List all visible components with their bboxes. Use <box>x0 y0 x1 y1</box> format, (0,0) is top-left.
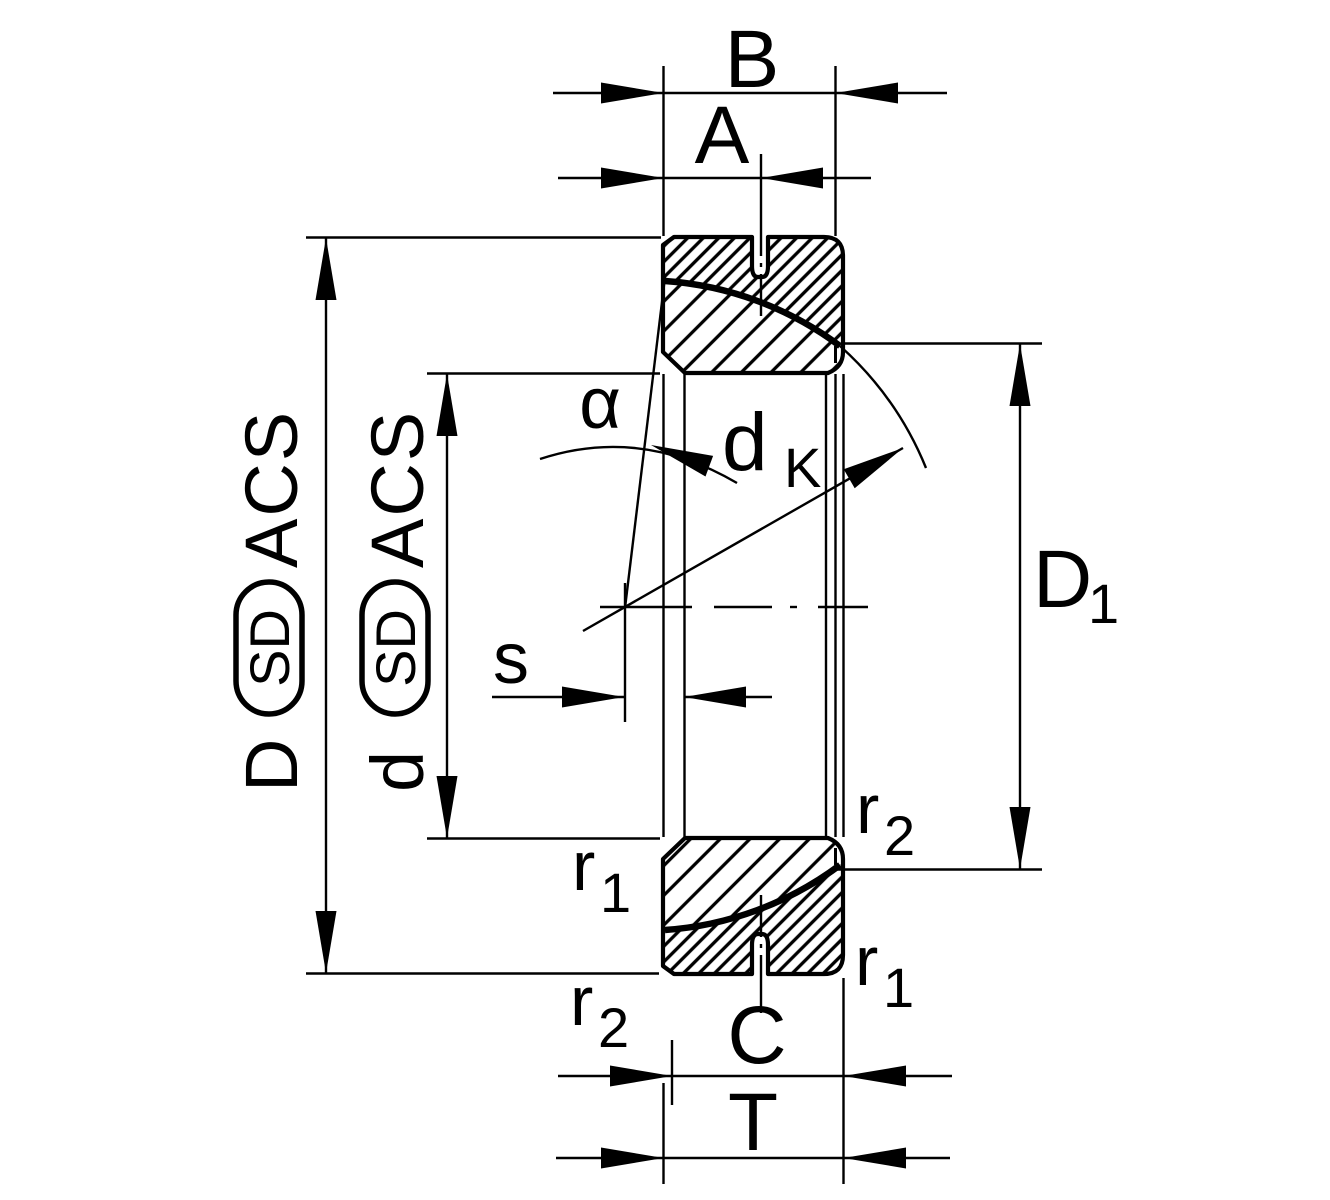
arrowhead <box>843 448 903 489</box>
contact-angle-leader <box>539 445 738 485</box>
label-r1-left-main: r <box>572 827 595 905</box>
contact-angle-tilted-line <box>623 276 667 609</box>
dim-C <box>558 978 952 1184</box>
arrowhead <box>1009 344 1031 406</box>
label-D1-main: D <box>1033 534 1092 625</box>
arrowhead <box>761 167 823 189</box>
dim-d <box>427 372 660 840</box>
sd-badge-outline <box>233 579 305 717</box>
label-dk-sub: K <box>784 436 821 499</box>
label-r1-left-sub: 1 <box>600 861 631 924</box>
bottom-sphere-surface-arc <box>664 862 842 934</box>
arrowhead <box>835 82 898 104</box>
series-outer-suffix: ACS <box>230 410 313 568</box>
label-C: C <box>727 990 786 1081</box>
series-bore-suffix: ACS <box>356 410 439 568</box>
sphere-reference-arc <box>839 345 928 469</box>
bottom-section-outer-ring-hatch <box>663 863 843 974</box>
top-sphere-surface-arc <box>664 277 842 349</box>
arrowhead <box>315 238 337 300</box>
series-label-outer: D SD ACS <box>230 410 313 792</box>
arrowhead <box>843 1065 906 1087</box>
arrowhead <box>684 686 746 708</box>
arrowhead <box>601 167 664 189</box>
dim-T <box>556 1083 950 1184</box>
sphere-diameter-leader <box>582 446 904 633</box>
series-bore-prefix: d <box>356 749 439 792</box>
label-alpha: α <box>579 364 621 444</box>
label-r2-left-main: r <box>570 962 593 1040</box>
arrowhead <box>610 1065 672 1087</box>
top-section-outer-ring-hatch <box>663 237 843 348</box>
arrowhead <box>843 1147 906 1169</box>
arrowhead <box>601 82 664 104</box>
label-T: T <box>728 1077 778 1168</box>
arrowhead <box>651 445 714 477</box>
label-r1-right-sub: 1 <box>883 956 914 1019</box>
dim-D <box>306 236 661 975</box>
dim-B <box>553 66 947 236</box>
top-cross-section <box>660 234 846 376</box>
series-outer-prefix: D <box>230 737 313 792</box>
arrowhead <box>436 374 458 436</box>
label-s: s <box>493 619 529 699</box>
top-section-outline <box>660 234 846 376</box>
arrowhead <box>562 686 624 708</box>
sd-badge-outline <box>359 579 431 717</box>
label-dk-main: d <box>722 397 768 488</box>
dim-A <box>558 167 871 189</box>
label-r2-left-sub: 2 <box>598 996 629 1059</box>
bottom-cross-section <box>660 835 846 977</box>
arrowhead <box>315 911 337 973</box>
series-label-bore: d SD ACS <box>356 410 439 792</box>
bottom-section-outline <box>660 835 846 977</box>
label-r2-right-sub: 2 <box>884 804 915 867</box>
dim-s <box>492 686 772 708</box>
dim-D1 <box>836 342 1042 871</box>
arrowhead <box>436 776 458 838</box>
arrowhead <box>601 1147 664 1169</box>
series-outer-badge: SD <box>238 609 301 687</box>
label-r1-right-main: r <box>855 922 878 1000</box>
arrowhead <box>1009 807 1031 869</box>
series-bore-badge: SD <box>364 609 427 687</box>
label-D1-sub: 1 <box>1088 572 1119 635</box>
label-A: A <box>695 90 750 181</box>
label-B: B <box>725 14 780 105</box>
label-r2-right-main: r <box>856 770 879 848</box>
